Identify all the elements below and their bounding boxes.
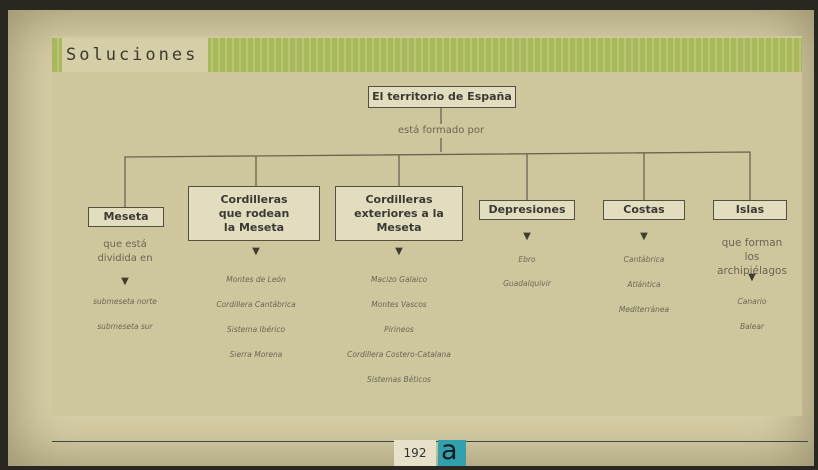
item-costas: Atlántica: [627, 280, 661, 289]
node-meseta: Meseta: [88, 207, 164, 227]
arrow-down-icon: ▼: [748, 272, 756, 283]
item-cordilleras-interiores: Montes de León: [226, 275, 286, 284]
node-cordilleras-interiores: Cordilleras que rodean la Meseta: [188, 186, 320, 241]
item-cordilleras-exteriores: Pirineos: [384, 325, 414, 334]
root-caption: está formado por: [397, 125, 485, 136]
caption-islas: que forman los archipiélagos: [717, 237, 787, 277]
publisher-logo: a: [438, 435, 466, 466]
item-cordilleras-exteriores: Sistemas Béticos: [367, 375, 431, 384]
caption-meseta: que está dividida en: [97, 239, 153, 264]
item-cordilleras-exteriores: Macizo Galaico: [370, 275, 428, 284]
section-title: Soluciones: [62, 38, 209, 72]
item-depresiones: Ebro: [518, 255, 536, 264]
page-number: 192: [394, 440, 436, 466]
item-meseta: submeseta norte: [93, 297, 157, 306]
node-cordilleras-exteriores: Cordilleras exteriores a la Meseta: [335, 186, 463, 241]
trunk-line: [124, 151, 751, 207]
arrow-down-icon: ▼: [395, 246, 403, 257]
arrow-down-icon: ▼: [121, 276, 129, 287]
item-cordilleras-interiores: Sistema Ibérico: [226, 325, 286, 334]
item-cordilleras-interiores: Cordillera Cantábrica: [216, 300, 296, 309]
node-depresiones: Depresiones: [479, 200, 575, 220]
node-islas: Islas: [713, 200, 787, 220]
item-cordilleras-exteriores: Cordillera Costero-Catalana: [347, 350, 451, 359]
item-depresiones: Guadalquivir: [503, 279, 551, 288]
logo-letter: a: [441, 435, 458, 466]
root-node: El territorio de España: [368, 86, 516, 108]
node-costas: Costas: [603, 200, 685, 220]
item-meseta: submeseta sur: [97, 322, 153, 331]
item-costas: Mediterránea: [618, 305, 670, 314]
arrow-down-icon: ▼: [640, 231, 648, 242]
item-cordilleras-exteriores: Montes Vascos: [371, 300, 427, 309]
item-costas: Cantábrica: [623, 255, 665, 264]
item-cordilleras-interiores: Sierra Morena: [229, 350, 283, 359]
arrow-down-icon: ▼: [252, 246, 260, 257]
arrow-down-icon: ▼: [523, 231, 531, 242]
item-islas: Canario: [737, 297, 767, 306]
item-islas: Balear: [739, 322, 765, 331]
